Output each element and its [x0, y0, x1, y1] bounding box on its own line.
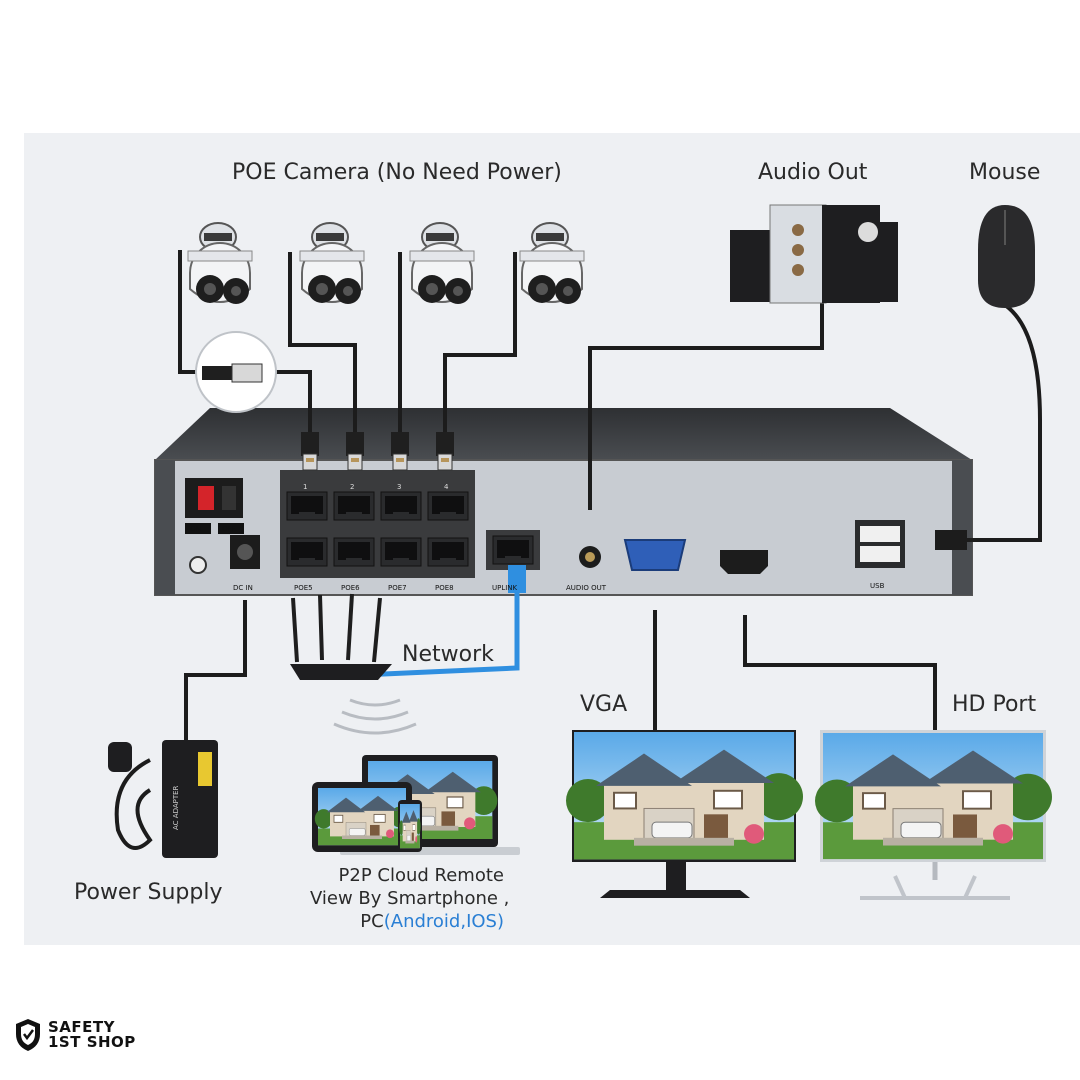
usb-label: USB — [870, 582, 885, 590]
poe-port-3-label: 3 — [397, 483, 401, 491]
poe-port-3 — [380, 491, 422, 521]
uplink-label: UPLINK — [492, 584, 518, 592]
brand-line-1: SAFETY — [48, 1018, 115, 1036]
network-label: Network — [402, 642, 494, 667]
mouse-device — [978, 205, 1035, 308]
wifi-router — [290, 593, 392, 680]
wifi-waves — [333, 698, 417, 735]
p2p-line-2: View By Smartphone , — [310, 888, 510, 909]
poe-port-2 — [333, 491, 375, 521]
speakers — [730, 204, 898, 304]
remote-devices — [312, 755, 520, 855]
poe-port-4 — [427, 491, 469, 521]
poe-camera-2 — [299, 222, 365, 305]
poe-port-6 — [333, 537, 375, 567]
uplink-port — [492, 535, 534, 565]
poe-port-2-label: 2 — [350, 483, 354, 491]
switch-off-label: OFF — [222, 525, 236, 533]
power-adapter: AC ADAPTER — [108, 740, 218, 858]
poe-port-5-label: POE5 — [294, 584, 313, 592]
brand-name: SAFETY 1ST SHOP — [48, 1020, 136, 1050]
poe-port-4-label: 4 — [444, 483, 449, 491]
poe-port-6-label: POE6 — [341, 584, 360, 592]
brand-logo: SAFETY 1ST SHOP — [14, 1018, 136, 1052]
monitor-vga — [565, 730, 804, 898]
poe-port-8-label: POE8 — [435, 584, 454, 592]
hdmi-port — [720, 550, 768, 574]
vga-label: VGA — [580, 692, 628, 717]
poe-port-7-label: POE7 — [388, 584, 407, 592]
p2p-line-3: PC(Android,IOS) — [310, 910, 504, 933]
audio-out-label: Audio Out — [758, 160, 868, 185]
poe-port-1 — [286, 491, 328, 521]
p2p-caption: P2P Cloud Remote View By Smartphone , PC… — [310, 864, 510, 933]
nvr-back-panel — [154, 459, 973, 596]
poe-camera-1 — [187, 222, 253, 305]
monitor-hd — [814, 730, 1053, 900]
network-connector — [508, 565, 526, 593]
hd-port-label: HD Port — [952, 692, 1037, 717]
p2p-os: (Android,IOS) — [383, 911, 504, 932]
p2p-line-1: P2P Cloud Remote — [338, 865, 504, 886]
p2p-pc: PC — [360, 911, 384, 932]
vga-port — [623, 539, 687, 571]
poe-port-7 — [380, 537, 422, 567]
poe-port-5 — [286, 537, 328, 567]
power-supply-label: Power Supply — [74, 880, 223, 905]
poe-port-1-label: 1 — [303, 483, 307, 491]
poe-port-8 — [427, 537, 469, 567]
network-cable — [339, 590, 520, 679]
ground-screw — [189, 556, 207, 574]
poe-camera-label: POE Camera (No Need Power) — [232, 160, 562, 185]
mouse-label: Mouse — [969, 160, 1041, 185]
brand-line-2: 1ST SHOP — [48, 1033, 136, 1051]
adapter-label: AC ADAPTER — [172, 785, 180, 830]
nvr-top-surface — [155, 408, 972, 460]
dc-in-label: DC IN — [233, 584, 253, 592]
shield-icon — [16, 1019, 40, 1051]
poe-camera-3 — [409, 222, 475, 305]
switch-on-label: ON — [190, 525, 201, 533]
audio-out-port-label: AUDIO OUT — [566, 584, 607, 592]
poe-camera-4 — [519, 222, 585, 305]
